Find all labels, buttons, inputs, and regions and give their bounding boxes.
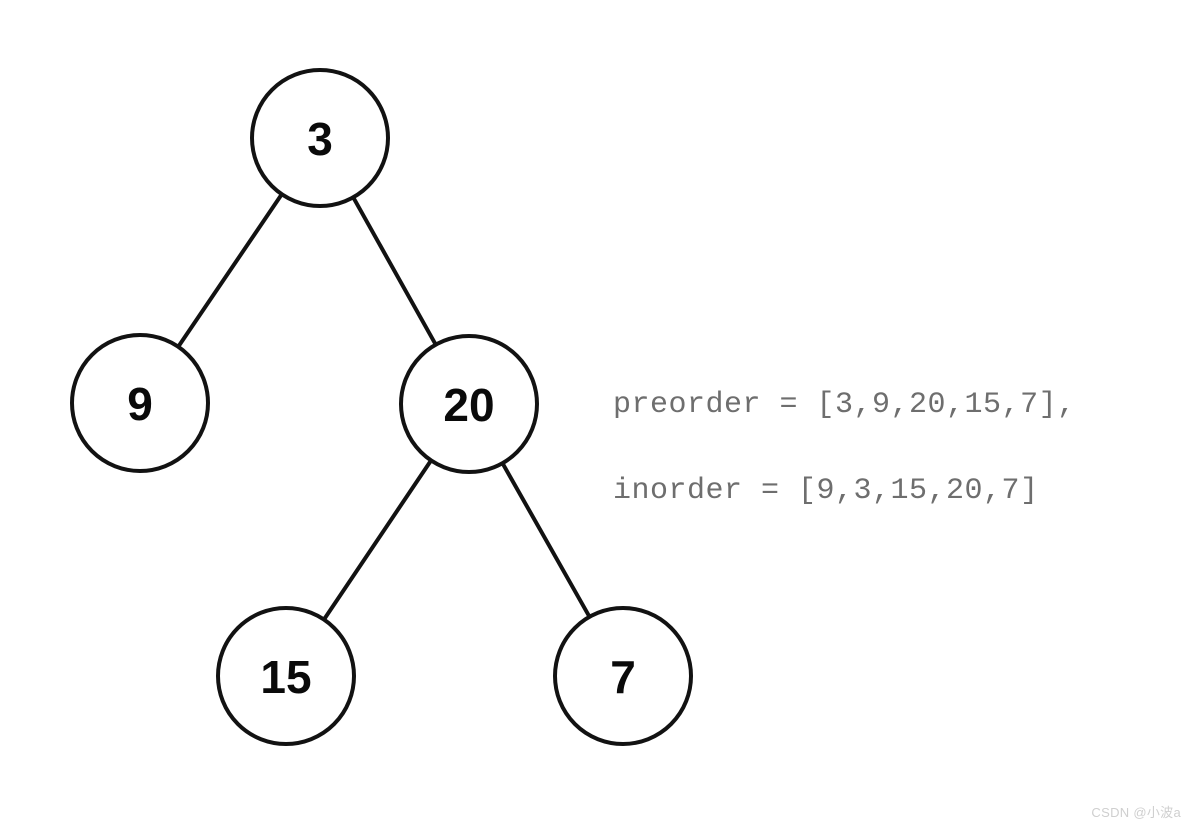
tree-edge — [175, 191, 285, 350]
tree-node-label: 7 — [610, 651, 636, 703]
tree-edge — [321, 457, 434, 623]
tree-node[interactable]: 7 — [553, 606, 693, 746]
tree-node-circle[interactable] — [216, 606, 356, 746]
tree-node[interactable]: 15 — [216, 606, 356, 746]
tree-node-circle[interactable] — [399, 334, 539, 474]
inorder-annotation: inorder = [9,3,15,20,7] — [613, 474, 1039, 508]
tree-node-label: 20 — [443, 379, 494, 431]
tree-node-circle[interactable] — [553, 606, 693, 746]
tree-node[interactable]: 20 — [399, 334, 539, 474]
tree-node-label: 9 — [127, 378, 153, 430]
tree-edges-group — [175, 191, 592, 623]
preorder-annotation: preorder = [3,9,20,15,7], — [613, 388, 1076, 422]
traversal-annotations: preorder = [3,9,20,15,7], inorder = [9,3… — [613, 390, 1133, 506]
tree-node[interactable]: 3 — [250, 68, 390, 208]
tree-edge — [350, 194, 439, 348]
tree-edge — [500, 460, 592, 620]
tree-node-label: 15 — [260, 651, 311, 703]
tree-nodes-group: 3 9 20 15 7 — [70, 68, 693, 746]
watermark-label: CSDN @小波a — [1091, 805, 1181, 820]
tree-node-label: 3 — [307, 113, 333, 165]
tree-node[interactable]: 9 — [70, 333, 210, 473]
tree-node-circle[interactable] — [70, 333, 210, 473]
tree-node-circle[interactable] — [250, 68, 390, 208]
